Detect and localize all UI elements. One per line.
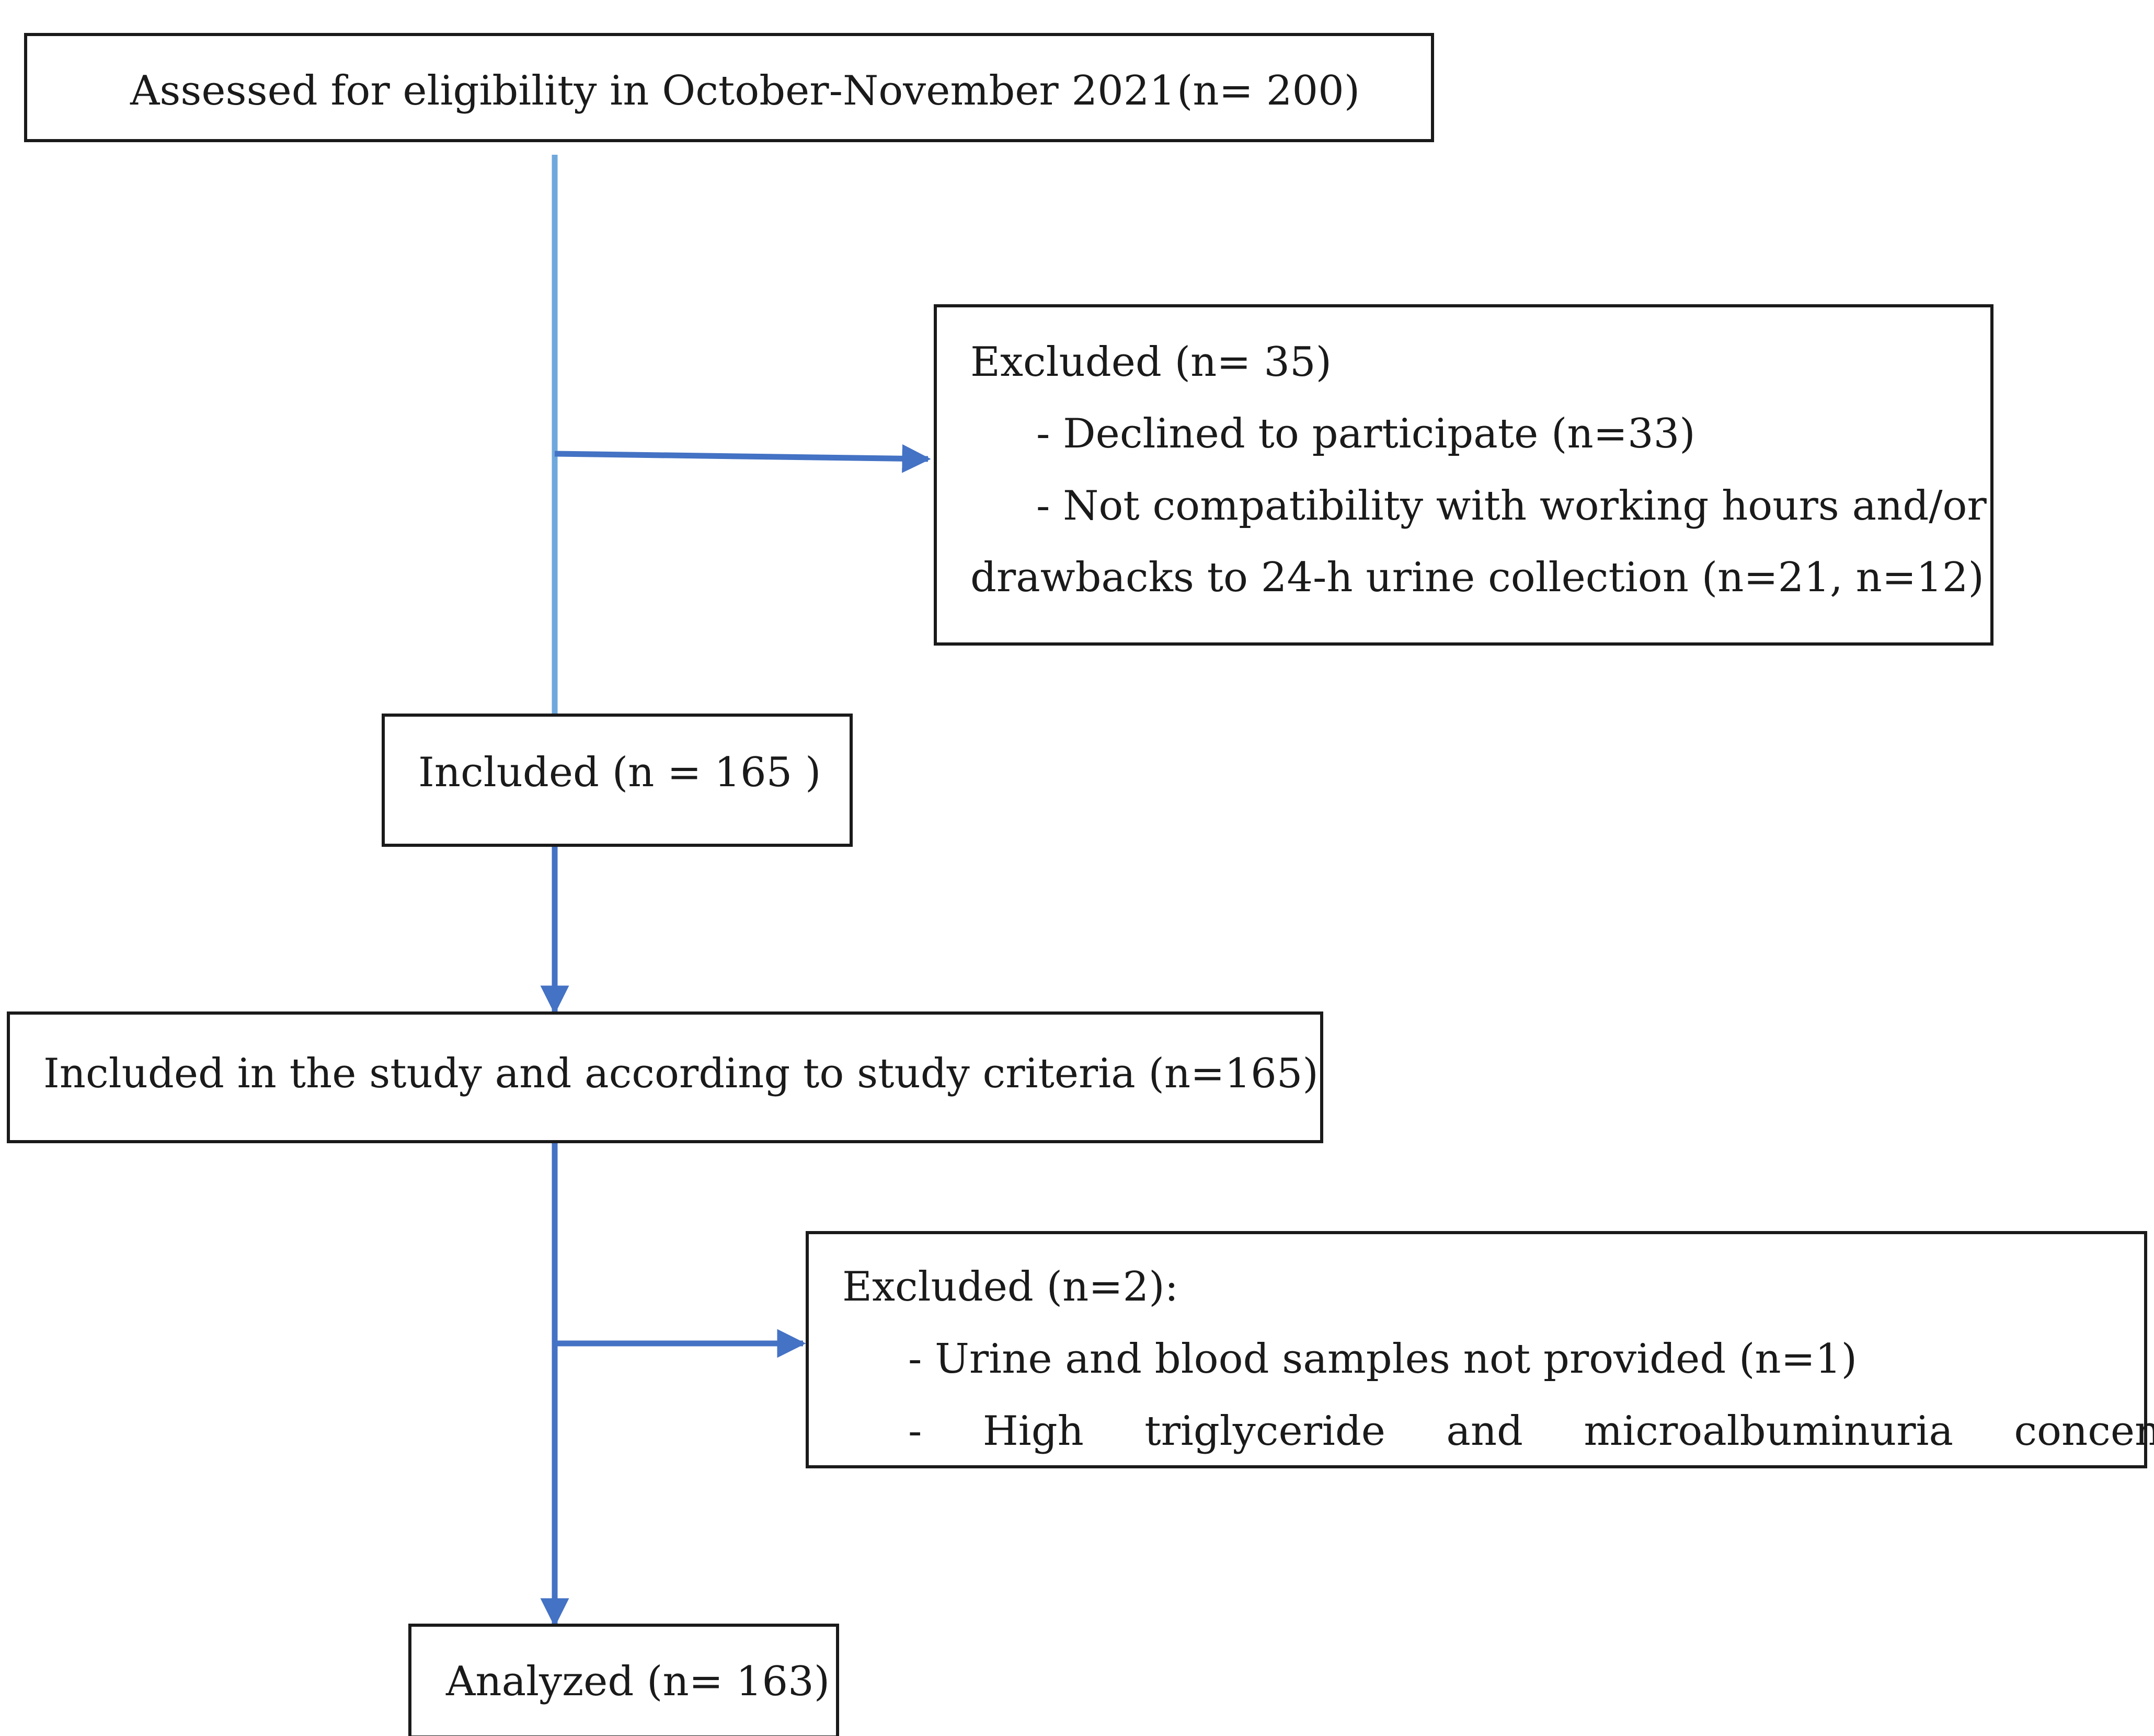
excluded-first-reason-urine-collection: drawbacks to 24-h urine collection (n=21… — [970, 554, 1984, 601]
analyzed-box: Analyzed (n= 163) — [408, 1624, 839, 1736]
excluded-first-title: Excluded (n= 35) — [970, 339, 1332, 386]
assessed-label: Assessed for eligibility in October-Nove… — [130, 67, 1176, 114]
excluded-second-box: Excluded (n=2): - Urine and blood sample… — [806, 1231, 2154, 1468]
arrow-to-excluded-first — [554, 444, 931, 473]
excluded-second-reason-concentrations: - High triglyceride and microalbuminuria… — [908, 1408, 2154, 1455]
included-study-label: Included in the study and according to s… — [43, 1050, 1319, 1097]
assessed-box: Assessed for eligibility in October-Nove… — [24, 33, 1434, 142]
assessed-count: (n= 200) — [1177, 67, 1360, 114]
excluded-first-reason-compatibility: - Not compatibility with working hours a… — [1036, 482, 1987, 530]
included-label: Included (n = 165 ) — [418, 749, 821, 796]
excluded-first-reason-declined: - Declined to participate (n=33) — [1036, 410, 1695, 457]
analyzed-label: Analyzed (n= 163) — [446, 1658, 830, 1705]
included-study-box: Included in the study and according to s… — [7, 1011, 1323, 1143]
excluded-first-box: Excluded (n= 35) - Declined to participa… — [934, 304, 1993, 646]
excluded-second-reason-samples: - Urine and blood samples not provided (… — [908, 1336, 1858, 1383]
included-box: Included (n = 165 ) — [382, 714, 853, 847]
excluded-second-title: Excluded (n=2): — [842, 1263, 1178, 1310]
